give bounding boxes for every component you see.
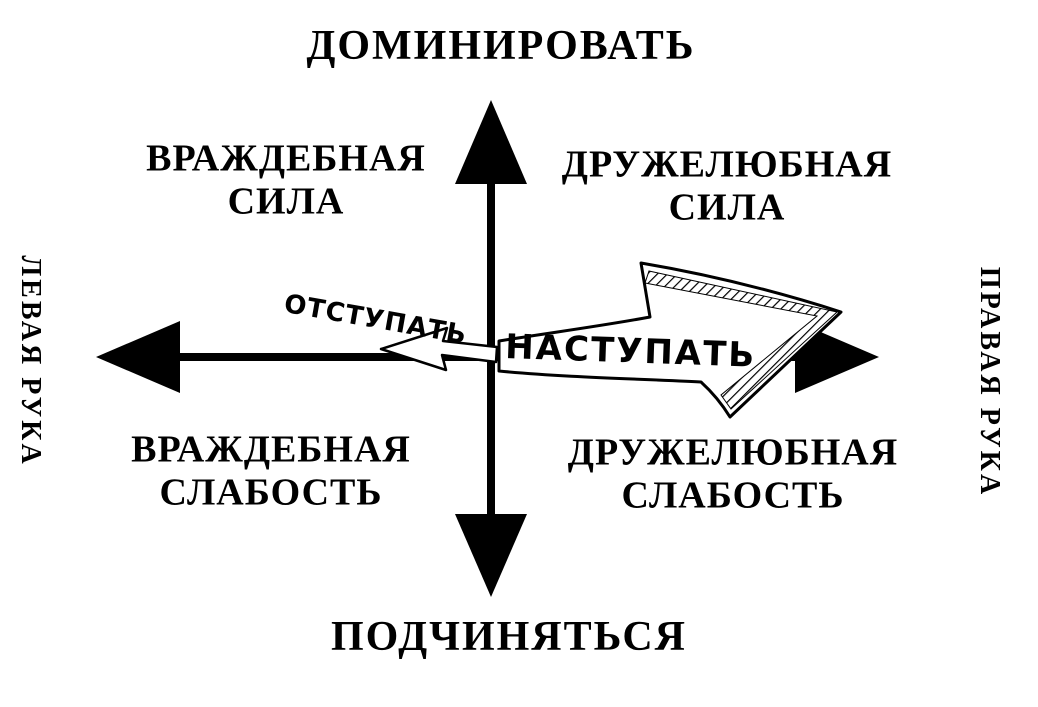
- advance-arrow-shadow-hatch: [644, 270, 839, 410]
- advance-hand-arrow-icon: [497, 261, 843, 419]
- right-arrowhead-icon: [795, 321, 879, 393]
- axis-label-submit: ПОДЧИНЯТЬСЯ: [330, 614, 688, 660]
- axis-label-dominate: ДОМИНИРОВАТЬ: [306, 23, 696, 69]
- left-arrowhead-icon: [96, 321, 180, 393]
- axis-label-left-hand: ЛЕВАЯ РУКА: [15, 255, 46, 467]
- quadrant-label-hostile-strength: ВРАЖДЕБНАЯ СИЛА: [146, 137, 426, 222]
- quadrant-label-friendly-strength: ДРУЖЕЛЮБНАЯ СИЛА: [561, 143, 893, 228]
- axis-label-right-hand: ПРАВАЯ РУКА: [974, 266, 1005, 498]
- quadrant-label-friendly-weakness: ДРУЖЕЛЮБНАЯ СЛАБОСТЬ: [567, 431, 899, 516]
- quadrant-label-hostile-weakness: ВРАЖДЕБНАЯ СЛАБОСТЬ: [131, 428, 411, 513]
- down-arrowhead-icon: [455, 514, 527, 597]
- retreat-hand-arrow-icon: [379, 326, 499, 372]
- up-arrowhead-icon: [455, 100, 527, 184]
